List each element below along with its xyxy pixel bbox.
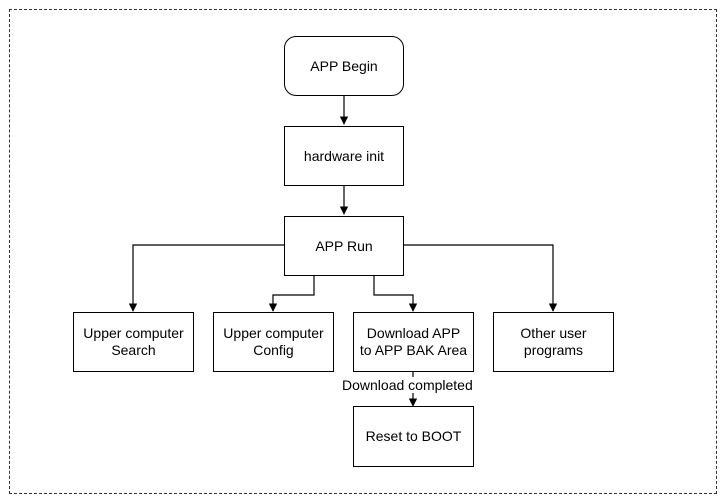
node-upper-computer-config-label: Upper computer Config (223, 325, 324, 358)
edge-run-to-download (373, 275, 418, 312)
node-other-user-programs: Other user programs (493, 312, 614, 372)
dashed-frame (9, 9, 717, 494)
node-app-run: APP Run (284, 216, 404, 276)
edge-run-to-config (268, 275, 315, 312)
node-reset-to-boot-label: Reset to BOOT (365, 428, 462, 444)
node-upper-computer-search-label: Upper computer Search (83, 325, 184, 358)
node-app-begin-label: APP Begin (310, 57, 378, 74)
node-app-begin: APP Begin (284, 36, 404, 96)
node-upper-computer-search: Upper computer Search (73, 312, 194, 372)
node-hardware-init-label: hardware init (303, 147, 385, 164)
node-upper-computer-config: Upper computer Config (213, 312, 334, 372)
node-download-app: Download APP to APP BAK Area (353, 312, 474, 372)
node-reset-to-boot: Reset to BOOT (353, 406, 474, 467)
edge-run-to-other (404, 244, 558, 312)
node-app-run-label: APP Run (315, 237, 373, 254)
node-other-user-programs-label: Other user programs (520, 325, 587, 358)
edge-label-download-completed: Download completed (340, 377, 475, 393)
node-hardware-init: hardware init (284, 126, 404, 186)
node-download-app-label: Download APP to APP BAK Area (359, 325, 468, 358)
edge-run-to-search (128, 244, 284, 312)
